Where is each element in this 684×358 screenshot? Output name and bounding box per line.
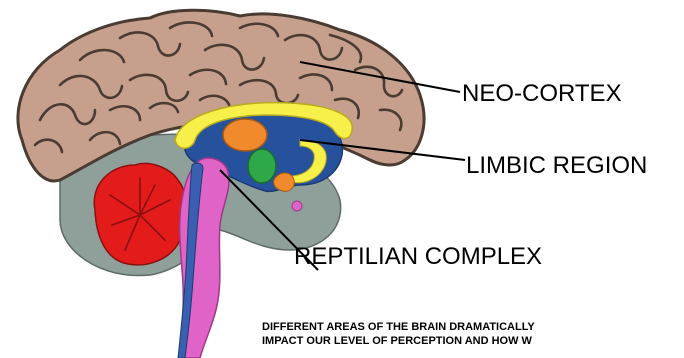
cerebellum-shape [94, 163, 186, 264]
thalamus-shape [223, 119, 267, 151]
amygdala-shape [274, 173, 295, 191]
caption-line-2: IMPACT OUR LEVEL OF PERCEPTION AND HOW W [262, 334, 684, 348]
caption: DIFFERENT AREAS OF THE BRAIN DRAMATICALL… [262, 320, 684, 348]
pituitary-shape [292, 201, 302, 211]
hippocampus-shape [248, 149, 276, 183]
caption-line-1: DIFFERENT AREAS OF THE BRAIN DRAMATICALL… [262, 320, 684, 334]
limbic-region-label: LIMBIC REGION [466, 152, 647, 179]
neo-cortex-label: NEO-CORTEX [462, 80, 622, 107]
reptilian-complex-label: REPTILIAN COMPLEX [294, 243, 542, 270]
